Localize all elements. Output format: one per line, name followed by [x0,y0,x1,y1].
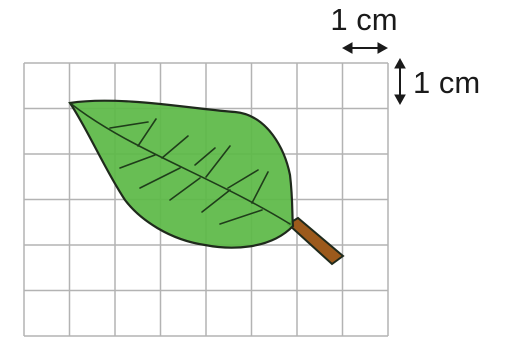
vein [139,167,181,189]
vein [205,145,231,178]
horizontal-scale-marker: 1 cm [330,2,398,54]
vein [227,169,259,189]
horizontal-scale-label: 1 cm [330,2,397,37]
vertical-double-arrow-icon [394,57,406,106]
vein [119,154,156,169]
vein [161,135,189,159]
vein [201,189,231,213]
leaf-stem [286,216,345,266]
leaf [68,99,345,266]
vertical-scale-marker: 1 cm [394,57,480,106]
vein [109,121,149,129]
vein [169,177,201,201]
leaf-veins [69,102,291,225]
midrib [69,102,291,225]
vertical-scale-label: 1 cm [413,65,480,100]
vein [194,147,216,166]
vein [219,209,263,225]
horizontal-double-arrow-icon [341,42,389,54]
leaf-blade [68,99,295,249]
vein [137,118,157,147]
vein [251,171,269,204]
